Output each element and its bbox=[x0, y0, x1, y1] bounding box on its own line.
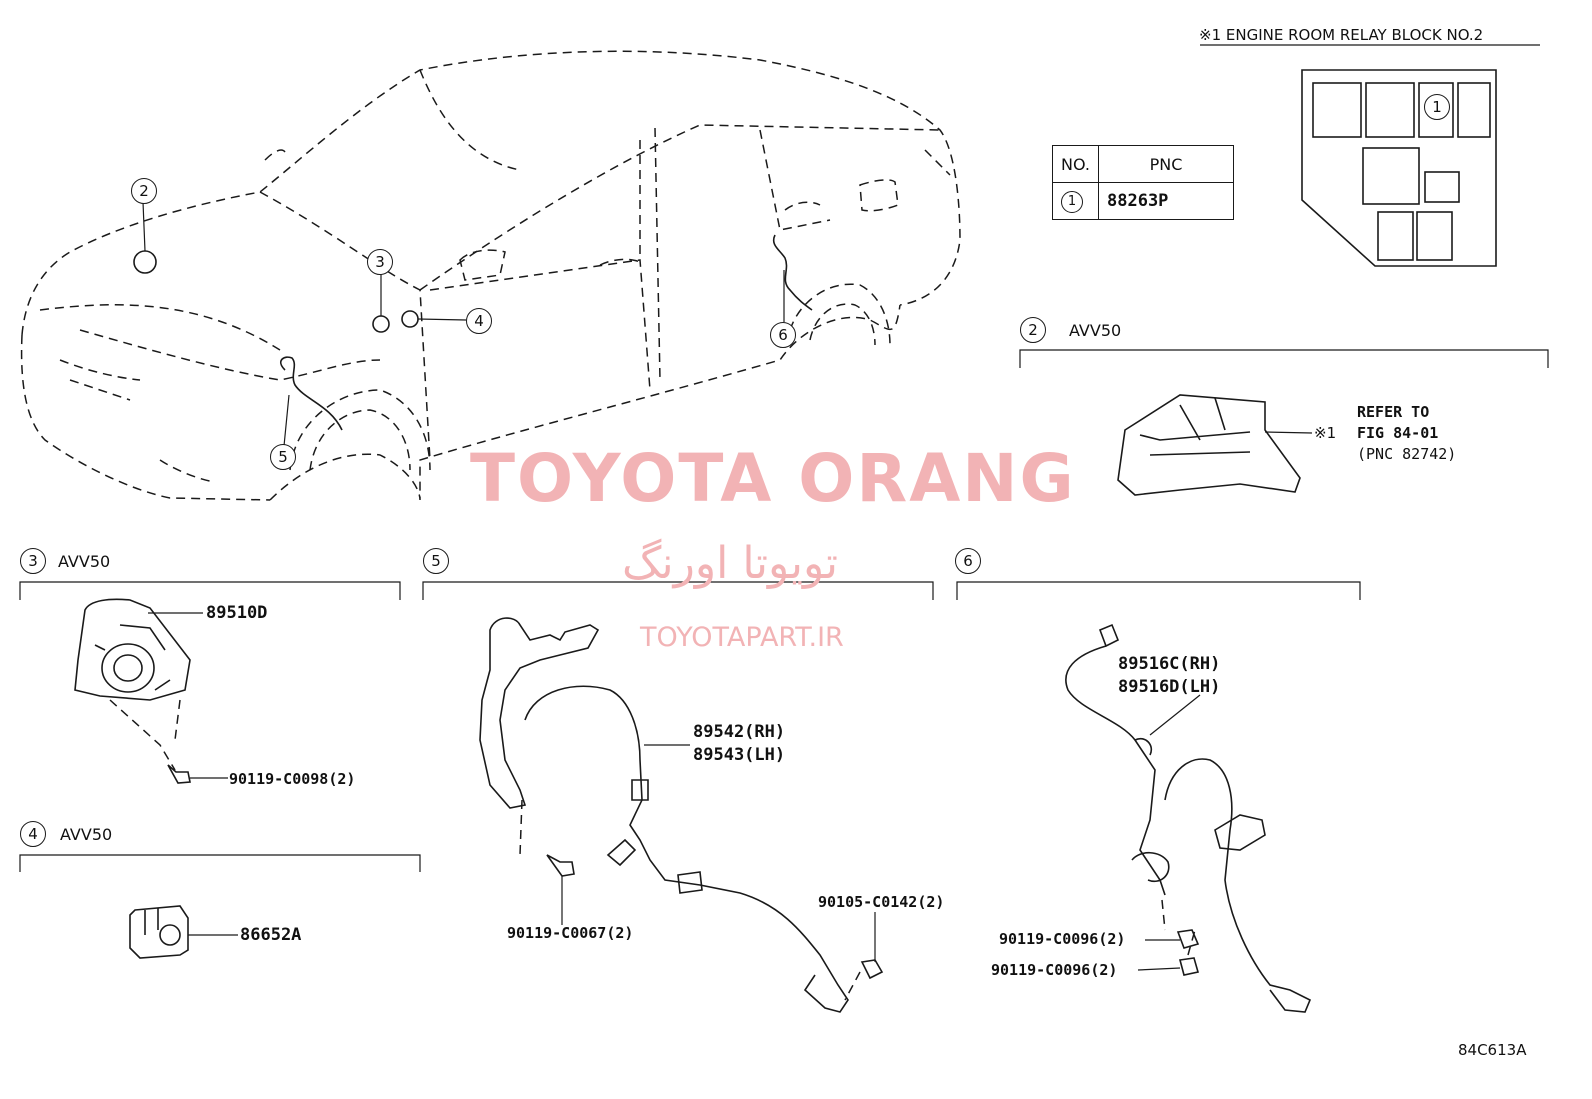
car-callout-3: 3 bbox=[367, 249, 393, 275]
section-2-refer-line3: (PNC 82742) bbox=[1357, 445, 1457, 463]
pnc-row-no: 1 bbox=[1061, 190, 1083, 213]
section-6-number: 6 bbox=[955, 548, 981, 574]
car-callout-leaders bbox=[133, 201, 813, 447]
section-2-refer-line1: REFER TO bbox=[1357, 403, 1430, 421]
pnc-table-header: NO. PNC bbox=[1052, 145, 1234, 183]
vehicle-outline bbox=[20, 50, 961, 501]
pnc-col-pnc: PNC bbox=[1098, 145, 1234, 183]
part-90105-c0142: 90105-C0142(2) bbox=[818, 893, 945, 911]
pnc-row-pnc: 88263P bbox=[1098, 182, 1234, 220]
part-89510d: 89510D bbox=[206, 603, 268, 623]
section-3-model: AVV50 bbox=[58, 552, 111, 571]
car-callout-4: 4 bbox=[466, 308, 492, 334]
watermark-url: TOYOTAPART.IR bbox=[640, 622, 844, 653]
relay-block-title: ※1 ENGINE ROOM RELAY BLOCK NO.2 bbox=[1199, 26, 1483, 44]
relay-block-drawing bbox=[1200, 44, 1540, 267]
section-2-number: 2 bbox=[1020, 317, 1046, 343]
car-callout-2: 2 bbox=[131, 178, 157, 204]
part-90119-c0067: 90119-C0067(2) bbox=[507, 924, 634, 942]
part-90119-c0096-a: 90119-C0096(2) bbox=[999, 930, 1126, 948]
watermark-persian: تویوتا اورنگ bbox=[622, 538, 838, 589]
relay-slot-callout: 1 bbox=[1424, 94, 1450, 120]
part-90119-c0096-b: 90119-C0096(2) bbox=[991, 961, 1118, 979]
part-90119-c0098: 90119-C0098(2) bbox=[229, 770, 356, 788]
watermark-title: TOYOTA ORANG bbox=[470, 440, 1076, 517]
pnc-table-row: 1 88263P bbox=[1052, 182, 1234, 220]
section-4-drawing bbox=[19, 854, 421, 959]
part-89542-rh: 89542(RH) bbox=[693, 722, 786, 742]
car-callout-5: 5 bbox=[270, 444, 296, 470]
figure-code: 84C613A bbox=[1458, 1041, 1527, 1059]
pnc-col-no: NO. bbox=[1052, 145, 1099, 183]
section-2-model: AVV50 bbox=[1069, 321, 1122, 340]
part-89516c-rh: 89516C(RH) bbox=[1118, 654, 1221, 674]
relay-block-marker: ※1 bbox=[1199, 26, 1222, 44]
part-89516d-lh: 89516D(LH) bbox=[1118, 677, 1221, 697]
section-2-drawing bbox=[1019, 349, 1549, 496]
part-89543-lh: 89543(LH) bbox=[693, 745, 786, 765]
relay-block-title-text: ENGINE ROOM RELAY BLOCK NO.2 bbox=[1225, 26, 1484, 44]
section-3-drawing bbox=[19, 581, 401, 784]
section-4-model: AVV50 bbox=[60, 825, 113, 844]
section-3-number: 3 bbox=[20, 548, 46, 574]
section-6-drawing bbox=[956, 581, 1361, 1013]
section-5-drawing bbox=[422, 581, 934, 1013]
section-5-number: 5 bbox=[423, 548, 449, 574]
section-2-refer-line2: FIG 84-01 bbox=[1357, 424, 1439, 442]
section-2-refer-marker: ※1 bbox=[1314, 424, 1337, 442]
part-86652a: 86652A bbox=[240, 925, 302, 945]
pnc-table: NO. PNC 1 88263P bbox=[1052, 145, 1234, 220]
car-callout-6: 6 bbox=[770, 322, 796, 348]
section-4-number: 4 bbox=[20, 821, 46, 847]
